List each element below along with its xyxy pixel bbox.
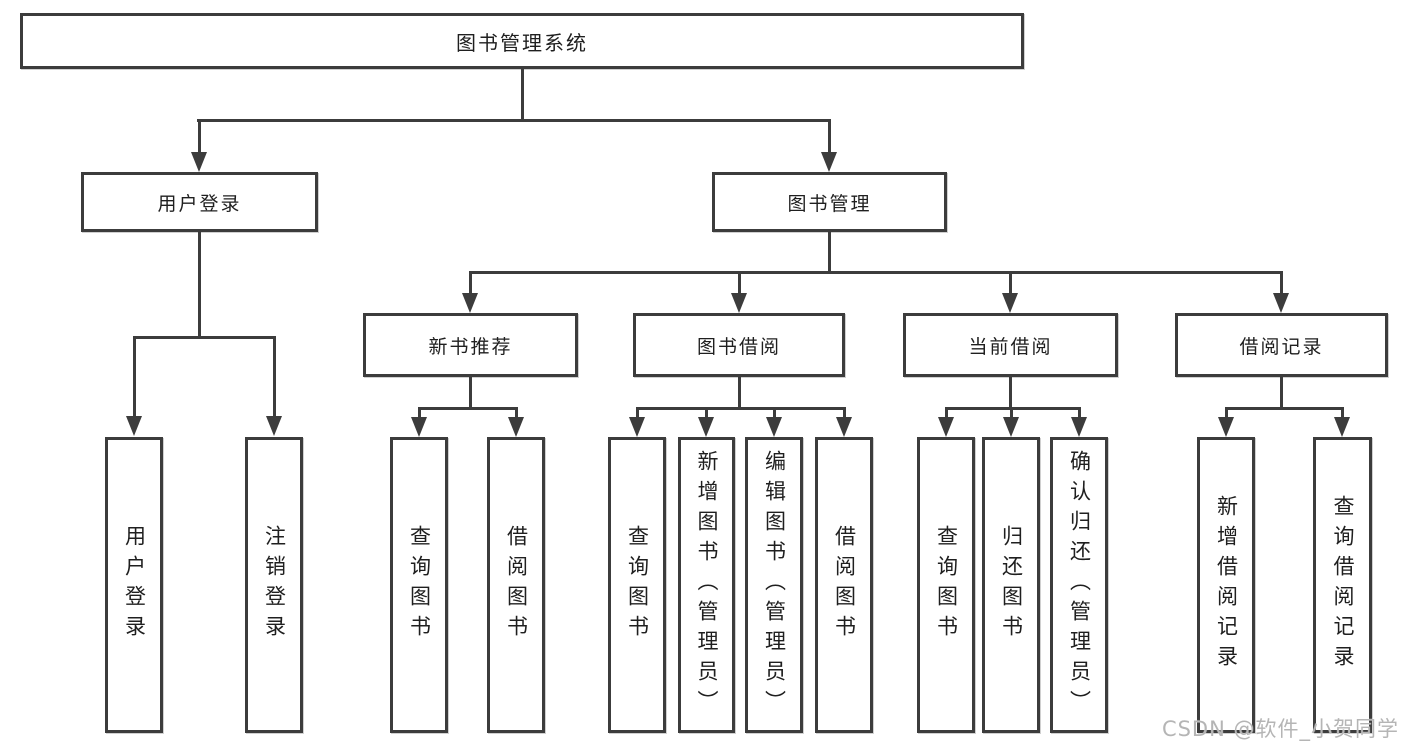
leaf-edit-book-admin-label: 编辑图书（管理员）	[762, 450, 787, 720]
edge-leaf-drop	[843, 407, 846, 419]
edge-leaf-drop	[1010, 407, 1013, 419]
leaf-add-book-admin: 新增图书（管理员）	[678, 437, 735, 733]
edge-leaf-drop	[1225, 407, 1228, 419]
node-borrow-records-label: 借阅记录	[1239, 335, 1324, 358]
leaf-add-borrow-record-label: 新增借阅记录	[1214, 495, 1239, 675]
edge-borrow-records-stub	[1280, 377, 1283, 409]
leaf-query-borrow-record: 查询借阅记录	[1313, 437, 1372, 733]
edge-to-leaf-logout	[273, 336, 276, 418]
leaf-query-books-current-label: 查询图书	[934, 525, 959, 645]
arrow-down-book-borrow-icon	[731, 293, 747, 313]
edge-root-stub	[521, 69, 524, 120]
node-book-borrow: 图书借阅	[633, 313, 845, 377]
arrow-down-icon	[629, 417, 645, 437]
arrow-down-user-login-icon	[191, 152, 207, 172]
edge-book-borrow-stub	[738, 377, 741, 409]
node-root-label: 图书管理系统	[456, 30, 588, 55]
arrow-down-icon	[411, 417, 427, 437]
leaf-add-borrow-record: 新增借阅记录	[1197, 437, 1255, 733]
node-current-borrow: 当前借阅	[903, 313, 1118, 377]
edge-leaf-drop	[945, 407, 948, 419]
edge-leaf-drop	[1341, 407, 1344, 419]
edge-user-login-hbar	[133, 336, 275, 339]
arrow-down-icon	[1334, 417, 1350, 437]
edge-book-management-stub	[828, 232, 831, 273]
node-book-management: 图书管理	[712, 172, 947, 232]
node-current-borrow-label: 当前借阅	[968, 335, 1053, 358]
arrow-down-icon	[508, 417, 524, 437]
arrow-down-icon	[1003, 417, 1019, 437]
node-user-login: 用户登录	[81, 172, 318, 232]
arrow-down-leaf-user-login-icon	[126, 416, 142, 436]
arrow-down-icon	[836, 417, 852, 437]
leaf-query-books-current: 查询图书	[917, 437, 975, 733]
arrow-down-book-management-icon	[821, 152, 837, 172]
node-book-borrow-label: 图书借阅	[696, 335, 781, 358]
leaf-borrow-books-recommend: 借阅图书	[487, 437, 545, 733]
leaf-query-borrow-record-label: 查询借阅记录	[1331, 495, 1355, 675]
node-borrow-records: 借阅记录	[1175, 313, 1388, 377]
leaf-query-books-borrow-label: 查询图书	[625, 525, 650, 645]
leaf-add-book-admin-label: 新增图书（管理员）	[695, 450, 719, 720]
edge-to-book-management	[828, 119, 831, 154]
arrow-down-new-book-recommend-icon	[462, 293, 478, 313]
leaf-logout: 注销登录	[245, 437, 303, 733]
arrow-down-icon	[766, 417, 782, 437]
leaf-user-login: 用户登录	[105, 437, 163, 733]
edge-leaf-drop	[1078, 407, 1081, 419]
arrow-down-leaf-logout-icon	[266, 416, 282, 436]
node-root: 图书管理系统	[20, 13, 1024, 69]
edge-new-book-recommend-stub	[469, 377, 472, 409]
edge-user-login-stub	[198, 232, 201, 337]
leaf-edit-book-admin: 编辑图书（管理员）	[745, 437, 803, 733]
arrow-down-icon	[938, 417, 954, 437]
edge-current-borrow-hbar	[945, 407, 1081, 410]
leaf-return-books: 归还图书	[982, 437, 1040, 733]
leaf-query-books-recommend-label: 查询图书	[407, 525, 432, 645]
edge-leaf-drop	[773, 407, 776, 419]
edge-new-book-recommend-hbar	[418, 407, 518, 410]
leaf-borrow-books-borrow-label: 借阅图书	[832, 525, 857, 645]
edge-level3-hbar	[469, 271, 1283, 274]
arrow-down-borrow-records-icon	[1273, 293, 1289, 313]
leaf-confirm-return-admin: 确认归还（管理员）	[1050, 437, 1108, 733]
node-user-login-label: 用户登录	[157, 192, 242, 215]
edge-book-borrow-hbar	[636, 407, 846, 410]
node-new-book-recommend: 新书推荐	[363, 313, 578, 377]
edge-borrow-records-hbar	[1225, 407, 1344, 410]
leaf-confirm-return-admin-label: 确认归还（管理员）	[1067, 450, 1092, 720]
leaf-user-login-label: 用户登录	[122, 525, 147, 645]
leaf-logout-label: 注销登录	[262, 525, 287, 645]
leaf-borrow-books-borrow: 借阅图书	[815, 437, 873, 733]
leaf-query-books-recommend: 查询图书	[390, 437, 448, 733]
leaf-borrow-books-recommend-label: 借阅图书	[504, 525, 529, 645]
leaf-query-books-borrow: 查询图书	[608, 437, 666, 733]
edge-current-borrow-stub	[1009, 377, 1012, 409]
arrow-down-icon	[1071, 417, 1087, 437]
edge-leaf-drop	[705, 407, 708, 419]
edge-to-book-borrow	[738, 271, 741, 295]
edge-level2-hbar	[197, 119, 831, 122]
edge-to-borrow-records	[1280, 271, 1283, 295]
edge-to-new-book-recommend	[469, 271, 472, 295]
edge-to-user-login	[198, 119, 201, 154]
edge-leaf-drop	[515, 407, 518, 419]
watermark: CSDN @软件_小贺同学	[1161, 717, 1399, 741]
edge-leaf-drop	[636, 407, 639, 419]
edge-to-leaf-user-login	[133, 336, 136, 418]
edge-to-current-borrow	[1009, 271, 1012, 295]
node-new-book-recommend-label: 新书推荐	[428, 335, 513, 358]
arrow-down-current-borrow-icon	[1002, 293, 1018, 313]
arrow-down-icon	[698, 417, 714, 437]
arrow-down-icon	[1218, 417, 1234, 437]
leaf-return-books-label: 归还图书	[999, 525, 1024, 645]
node-book-management-label: 图书管理	[787, 192, 872, 215]
edge-leaf-drop	[418, 407, 421, 419]
